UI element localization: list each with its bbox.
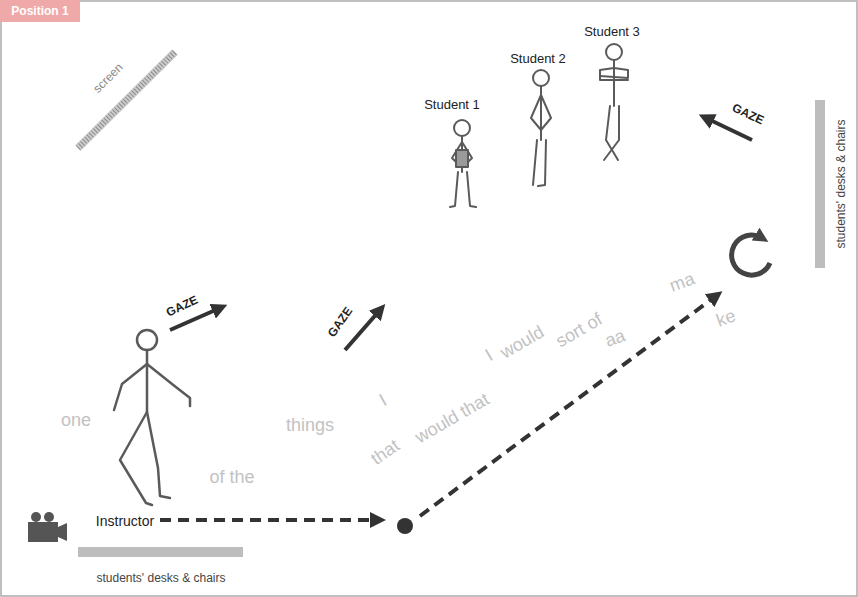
stop-dot (397, 518, 413, 534)
figure-arm (114, 364, 147, 410)
transcript-word: of the (209, 468, 254, 486)
desk-bar (78, 547, 243, 557)
student-figure (600, 44, 628, 160)
position-tag: Position 1 (11, 5, 68, 17)
transcript-word: sort of (553, 310, 605, 351)
camera-reel (31, 512, 41, 522)
figure-leg (450, 172, 458, 207)
book (456, 150, 468, 167)
student-label: Student 2 (510, 52, 566, 65)
transcript-word: ke (714, 306, 738, 329)
figure-head (533, 70, 549, 86)
student-label: Student 3 (584, 25, 640, 38)
figure-body (613, 60, 615, 106)
figure-arm (600, 68, 628, 80)
instructor-figure (114, 330, 190, 505)
figure-leg (533, 140, 537, 185)
transcript-word: aa (603, 326, 628, 350)
transcript-word: would that (412, 390, 492, 447)
student-figure (531, 70, 551, 186)
transcript-word: one (61, 411, 91, 429)
student-figure (450, 120, 476, 207)
screen-bar (78, 52, 175, 148)
transcript-word: things (286, 416, 334, 434)
figure-head (454, 120, 470, 136)
path-arrow (160, 518, 378, 522)
figure-body (146, 350, 149, 412)
desk-label: students' desks & chairs (96, 572, 225, 584)
figure-arm (600, 68, 628, 78)
transcript-word: I (376, 391, 389, 409)
screen-label: screen (91, 61, 125, 95)
screen-hatch (78, 52, 175, 148)
transcript-word: that (368, 436, 403, 468)
figure-head (606, 44, 622, 60)
figure-leg (604, 106, 619, 160)
camera-icon (28, 512, 67, 542)
gaze-label: GAZE (730, 102, 765, 127)
desk-label: students' desks & chairs (835, 119, 847, 248)
position-tab (0, 0, 80, 22)
camera-lens (58, 523, 67, 541)
gaze-arrow (706, 118, 752, 140)
camera-body (28, 522, 58, 542)
figure-head (137, 330, 157, 350)
figure-arm (531, 95, 541, 130)
figure-leg (606, 106, 618, 160)
figure-leg (467, 172, 476, 207)
transcript-word: I (482, 346, 495, 364)
gaze-label: GAZE (164, 294, 199, 319)
figure-leg (120, 412, 152, 505)
transcript-word: ma (667, 269, 697, 294)
gaze-label: GAZE (326, 305, 355, 339)
figure-leg (147, 412, 170, 498)
student-label: Student 1 (424, 98, 480, 111)
desk-bar (815, 100, 825, 268)
figure-arm (541, 95, 551, 130)
figure-arm (147, 364, 190, 406)
figure-leg (538, 140, 546, 186)
turn-arrow (732, 235, 770, 275)
instructor-label: Instructor (96, 514, 154, 528)
camera-reel (44, 512, 54, 522)
transcript-word: would (497, 322, 547, 361)
